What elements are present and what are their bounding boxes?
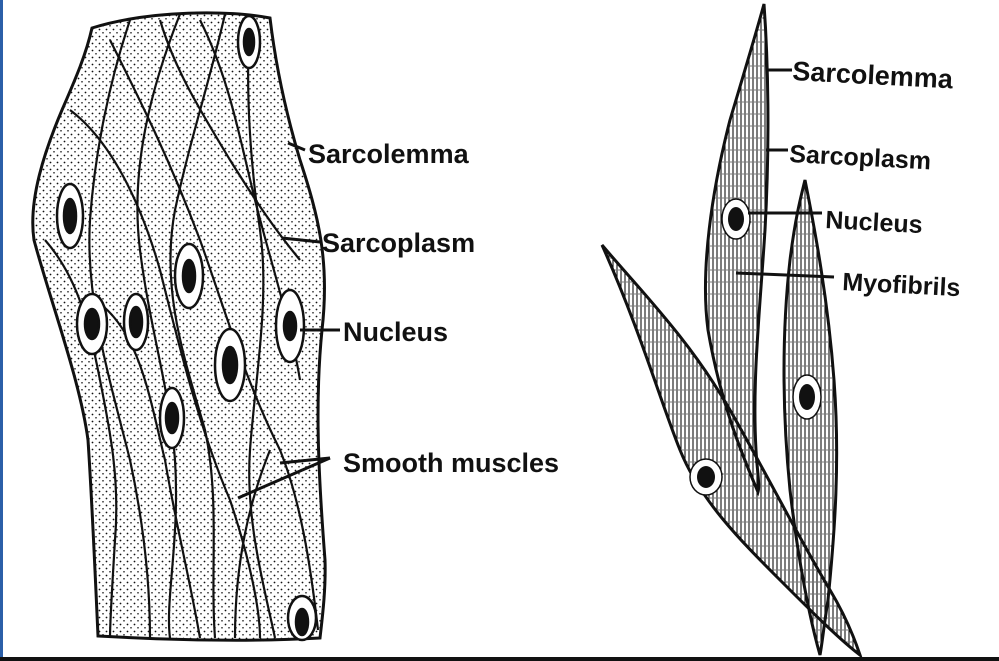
label-nucleus-left: Nucleus — [343, 317, 448, 347]
nucleus-cell — [122, 292, 150, 352]
muscle-bundle — [31, 11, 327, 642]
bundle-nuclei — [55, 14, 318, 642]
nucleus-cell — [286, 594, 318, 642]
nucleus-right-cell — [792, 374, 822, 420]
left-leader-lines — [237, 141, 340, 500]
nucleus-cell — [213, 327, 247, 403]
label-smooth-muscles: Smooth muscles — [343, 448, 559, 478]
window-left-border — [0, 0, 3, 661]
right-leader-lines — [735, 68, 835, 279]
nucleus-cell — [55, 182, 85, 250]
nucleus-cell — [274, 288, 306, 364]
label-sarcolemma-left: Sarcolemma — [308, 139, 470, 169]
nucleus-diagonal-cell — [689, 458, 723, 496]
nucleus-cell — [173, 242, 205, 310]
nucleus-cell — [236, 14, 262, 70]
isolated-cells — [600, 3, 863, 660]
nucleus-cell — [75, 292, 109, 356]
label-sarcoplasm-left: Sarcoplasm — [322, 228, 475, 258]
nucleus-upper-cell — [721, 198, 751, 240]
label-myofibrils: Myofibrils — [842, 268, 961, 302]
cell-boundaries — [44, 13, 320, 639]
nucleus-cell — [158, 386, 186, 450]
label-sarcoplasm-right: Sarcoplasm — [789, 140, 932, 175]
spindle-cell-diagonal — [600, 244, 863, 660]
label-sarcolemma-right: Sarcolemma — [792, 56, 955, 94]
window-bottom-border — [0, 657, 999, 661]
label-nucleus-right: Nucleus — [825, 206, 924, 239]
